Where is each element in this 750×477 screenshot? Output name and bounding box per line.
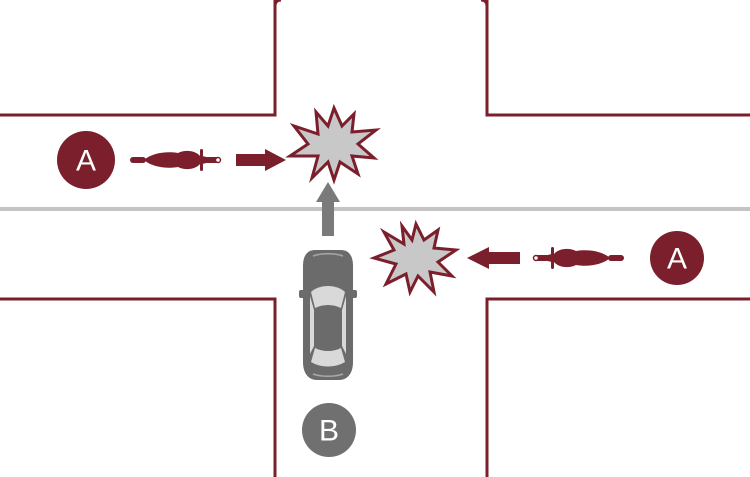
road-edge-top-cap	[273, 0, 489, 7]
road-edge-bottom-right	[485, 297, 750, 477]
direction-arrow-icon	[236, 149, 286, 171]
collision-burst-icon	[369, 219, 461, 297]
direction-arrow-icon	[316, 182, 340, 236]
badge-b-label: B	[319, 415, 339, 448]
badge-b: B	[302, 403, 356, 457]
collision-burst-icon	[285, 103, 381, 185]
badge-a-right: A	[650, 231, 704, 285]
road-edge-top-left	[0, 0, 277, 117]
badge-a-left: A	[57, 131, 115, 189]
road-edge-top-right	[485, 0, 750, 117]
motorcycle-icon	[130, 149, 222, 171]
motorcycle-icon	[532, 247, 624, 269]
badge-a-right-label: A	[667, 243, 687, 276]
car-icon	[299, 250, 357, 380]
badge-a-left-label: A	[76, 145, 96, 178]
road-edge-bottom-left	[0, 297, 277, 477]
direction-arrow-icon	[467, 247, 520, 269]
